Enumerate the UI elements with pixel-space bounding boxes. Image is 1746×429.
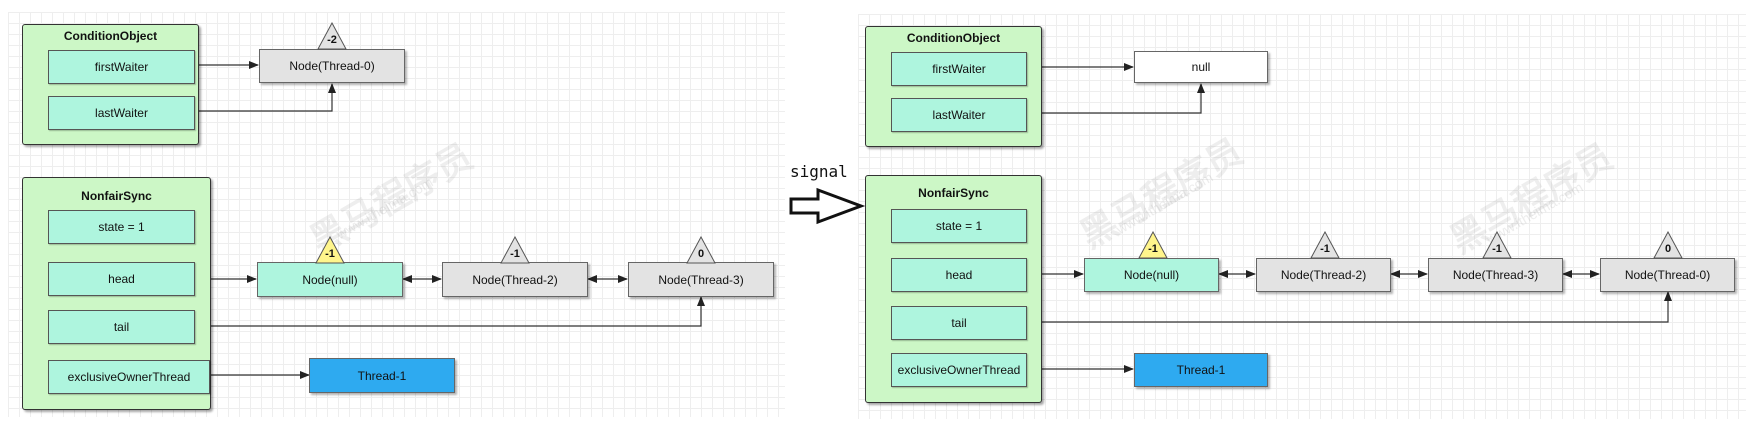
status-triangle-icon: -1 xyxy=(315,236,345,264)
waiter-node-null: null xyxy=(1134,51,1268,83)
owner-thread-node: Thread-1 xyxy=(1134,353,1268,387)
queue-node: Node(Thread-2) xyxy=(1256,258,1391,292)
status-value: -1 xyxy=(510,248,520,260)
condition-object-box: ConditionObject firstWaiter lastWaiter xyxy=(22,24,199,145)
tail-field: tail xyxy=(48,310,195,344)
edge-lastwaiter-null xyxy=(1027,83,1205,114)
edge-lastwaiter-node xyxy=(194,83,336,112)
edge-tail-node xyxy=(1028,291,1672,326)
exclusive-owner-field: exclusiveOwnerThread xyxy=(891,353,1027,387)
status-triangle-icon: -1 xyxy=(500,236,530,264)
last-waiter-field: lastWaiter xyxy=(48,96,195,130)
status-triangle-icon: 0 xyxy=(1653,231,1683,259)
status-triangle-icon: -2 xyxy=(317,22,347,50)
status-triangle-icon: -1 xyxy=(1310,231,1340,259)
waiter-node: Node(Thread-0) xyxy=(259,49,405,83)
first-waiter-field: firstWaiter xyxy=(891,52,1027,86)
state-field: state = 1 xyxy=(891,209,1027,243)
signal-arrow-icon xyxy=(789,187,866,225)
nonfair-sync-box: NonfairSync state = 1 head tail exclusiv… xyxy=(865,175,1042,403)
status-triangle-icon: -1 xyxy=(1482,231,1512,259)
last-waiter-field: lastWaiter xyxy=(891,98,1027,132)
status-value: 0 xyxy=(1664,243,1672,255)
exclusive-owner-field: exclusiveOwnerThread xyxy=(48,360,210,394)
nonfair-sync-title: NonfairSync xyxy=(918,186,989,200)
edge-tail-node xyxy=(195,296,705,330)
queue-node: Node(null) xyxy=(257,262,403,297)
status-value: -1 xyxy=(1148,243,1158,255)
condition-object-box: ConditionObject firstWaiter lastWaiter xyxy=(865,26,1042,147)
head-field: head xyxy=(48,262,195,296)
status-value: -1 xyxy=(325,248,335,260)
owner-thread-node: Thread-1 xyxy=(309,358,455,393)
queue-node: Node(null) xyxy=(1084,258,1219,292)
status-value: 0 xyxy=(697,248,705,260)
status-value: -1 xyxy=(1492,243,1502,255)
status-value: -2 xyxy=(327,34,337,46)
queue-node: Node(Thread-3) xyxy=(1428,258,1563,292)
state-field: state = 1 xyxy=(48,210,195,244)
first-waiter-field: firstWaiter xyxy=(48,50,195,84)
status-triangle-icon: 0 xyxy=(686,236,716,264)
condition-object-title: ConditionObject xyxy=(63,29,158,43)
nonfair-sync-title: NonfairSync xyxy=(81,189,152,203)
status-value: -1 xyxy=(1320,243,1330,255)
queue-node: Node(Thread-2) xyxy=(442,262,588,297)
condition-object-title: ConditionObject xyxy=(906,31,1001,45)
queue-node: Node(Thread-0) xyxy=(1600,258,1735,292)
signal-label: signal xyxy=(790,162,848,181)
tail-field: tail xyxy=(891,306,1027,340)
nonfair-sync-box: NonfairSync state = 1 head tail exclusiv… xyxy=(22,177,211,410)
queue-node: Node(Thread-3) xyxy=(628,262,774,297)
head-field: head xyxy=(891,258,1027,292)
status-triangle-icon: -1 xyxy=(1138,231,1168,259)
